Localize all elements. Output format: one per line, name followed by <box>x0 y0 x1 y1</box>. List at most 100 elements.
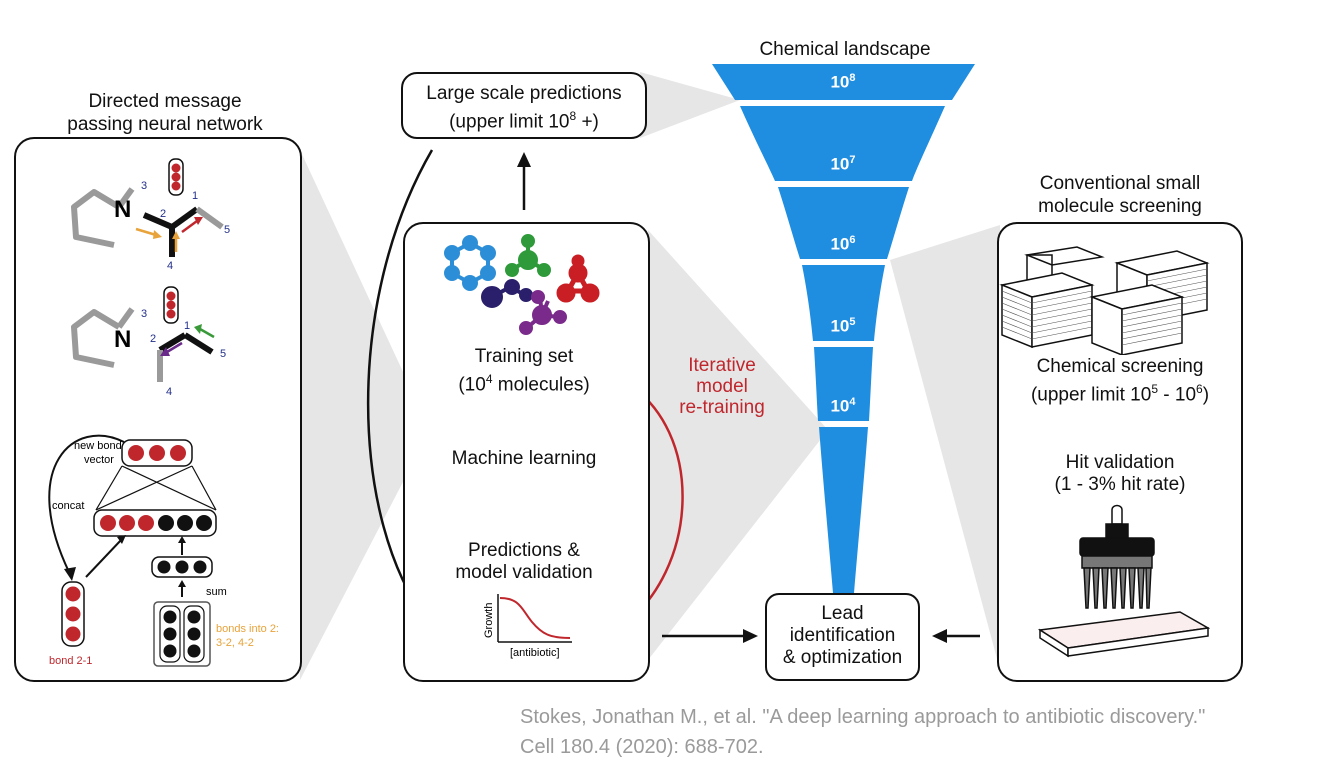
arrow-large-to-predictions <box>366 149 434 623</box>
atom-label-2-mid: 2 <box>150 333 156 345</box>
pipette-body <box>1079 537 1155 557</box>
atom <box>504 279 520 295</box>
screening-exp2: 6 <box>1196 382 1203 396</box>
tip <box>1083 567 1091 609</box>
funnel-title: Chemical landscape <box>759 39 931 60</box>
vec-node <box>171 181 181 191</box>
dmpnn-title-line2: passing neural network <box>67 114 263 135</box>
orange-head-a <box>153 230 162 239</box>
plate-line <box>1121 308 1183 322</box>
screening-exp1: 5 <box>1151 382 1159 396</box>
training-exp: 4 <box>485 372 493 386</box>
bond-2-1-mid <box>158 332 187 353</box>
plate-side-face <box>1067 627 1209 657</box>
dmpnn-illustration: N 3 2 1 4 5 N 3 2 1 <box>48 158 279 667</box>
tip <box>1119 567 1127 609</box>
molecule-blue <box>444 235 496 291</box>
pyrrolidine-ring-top <box>71 189 121 248</box>
funnel-tier-7 <box>740 106 945 181</box>
vec-node <box>138 515 154 531</box>
large-scale-exp: 8 <box>569 109 577 123</box>
plate-line <box>1001 296 1033 310</box>
screening-line1: Chemical screening <box>1036 356 1204 377</box>
vec-node <box>170 445 186 461</box>
hit-line1: Hit validation <box>1065 452 1175 473</box>
dense-line <box>95 465 123 511</box>
plate-side <box>1121 296 1183 355</box>
loop-arrow <box>48 434 125 573</box>
atom <box>537 263 551 277</box>
iterative-line3: re-training <box>679 397 765 418</box>
atom <box>553 310 567 324</box>
arrowhead-up <box>517 152 531 167</box>
machine-learning: Machine learning <box>451 448 597 469</box>
vec-node <box>166 291 176 301</box>
lead-line1: Lead <box>821 603 864 624</box>
vec-node <box>187 644 201 658</box>
funnel <box>712 64 975 593</box>
sum-up-head <box>178 536 186 543</box>
plate-stack-front <box>1089 284 1185 355</box>
plate-line <box>1031 308 1093 322</box>
dense-line <box>95 465 193 511</box>
tip <box>1128 567 1136 609</box>
molecule-purple <box>519 290 567 335</box>
tip <box>1092 567 1100 609</box>
vec-node <box>193 560 207 574</box>
citation-line2: Cell 180.4 (2020): 688-702. <box>520 736 764 758</box>
vec-node <box>166 300 176 310</box>
molecule-top: N 3 2 1 4 5 <box>71 158 230 272</box>
bond-N-2-top <box>142 212 174 230</box>
atom <box>462 275 478 291</box>
bonds-into-line1: bonds into 2: <box>216 623 279 635</box>
tier-exp: 6 <box>849 234 856 246</box>
tier-label-8: 108 <box>803 72 883 93</box>
plate-line <box>1121 302 1183 316</box>
plate-line <box>1001 326 1033 340</box>
hit-line2: (1 - 3% hit rate) <box>1054 474 1186 495</box>
message-passing: new bond vector concat sum <box>48 434 279 667</box>
tip <box>1110 567 1118 609</box>
screening-line2-b: - 10 <box>1158 384 1197 406</box>
atom <box>519 321 533 335</box>
tier-label-7: 107 <box>803 154 883 175</box>
bonds-up-head <box>178 580 186 587</box>
new-bond-line1: new bond <box>74 440 122 452</box>
pipette-manifold <box>1081 555 1153 569</box>
screening-line2-c: ) <box>1202 384 1210 406</box>
atom <box>532 305 552 325</box>
well-plate <box>1037 611 1210 658</box>
training-line2: (104 molecules) <box>403 368 645 396</box>
plate-line <box>1001 290 1033 304</box>
vec-node <box>100 515 116 531</box>
arrowhead-left <box>932 629 947 643</box>
plate-line <box>1121 314 1183 328</box>
atom <box>568 263 588 283</box>
lead-line3: & optimization <box>782 647 903 668</box>
molecule-middle: N 3 2 1 4 5 <box>71 286 226 398</box>
loop-arrowhead <box>64 567 76 581</box>
vec-node <box>187 610 201 624</box>
atom-label-4-mid: 4 <box>166 386 172 398</box>
multichannel-pipette-illustration <box>1037 504 1210 658</box>
plate-line <box>1001 302 1033 316</box>
tip <box>1137 567 1145 609</box>
bond-to-concat <box>85 538 123 578</box>
plate-line <box>1121 326 1183 340</box>
plate-stack-left <box>999 272 1095 349</box>
tier-exp: 4 <box>849 396 856 408</box>
plate-line <box>1001 320 1033 334</box>
atom-N-mid: N <box>114 326 131 353</box>
vec-node <box>65 606 81 622</box>
pipette-icon <box>1079 504 1155 609</box>
pyrrolidine-ring-mid <box>71 309 121 368</box>
atom-label-4-top: 4 <box>167 260 173 272</box>
ring-bond <box>116 187 135 209</box>
vec-node <box>196 515 212 531</box>
atom-label-2-top: 2 <box>160 208 166 220</box>
atom <box>444 265 460 281</box>
bond-1-5-top <box>195 206 224 230</box>
atom-label-5-mid: 5 <box>220 348 226 360</box>
vec-node <box>175 560 189 574</box>
